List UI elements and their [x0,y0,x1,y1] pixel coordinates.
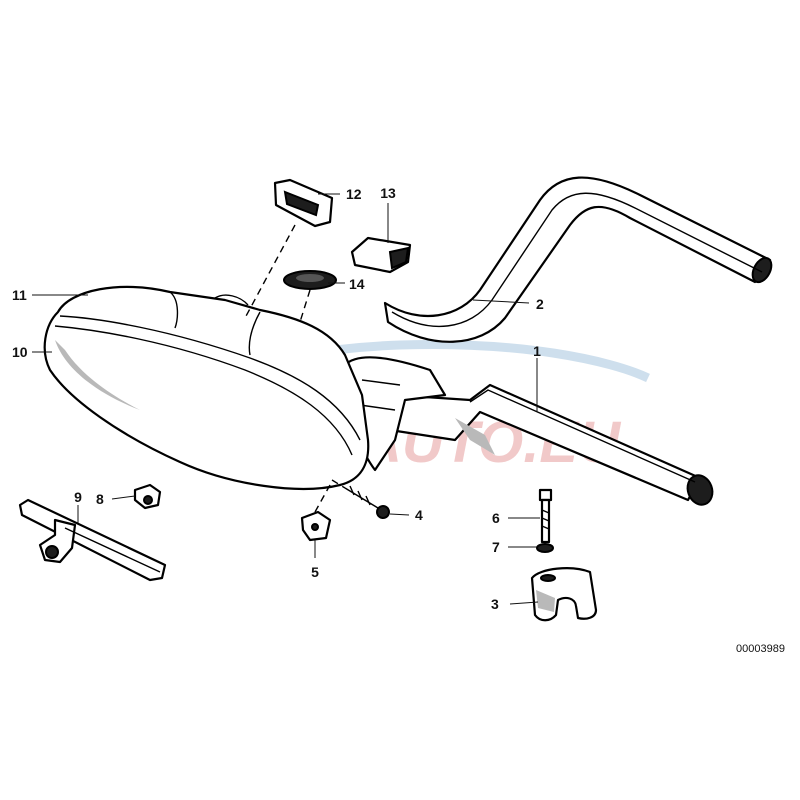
clamp-shading [536,590,555,612]
callout-11: 11 [12,287,27,303]
canister-top-seam [214,294,249,306]
part-9-bracket-strap [18,498,167,582]
part-1-main-pipe [388,383,714,506]
dashed-line-12 [244,224,296,319]
callout-2: 2 [536,296,544,312]
part-8-small-clamp [133,483,162,510]
leader-lines [32,193,540,605]
callout-7: 7 [492,539,500,555]
part-4-screw [344,485,390,519]
leader-8 [111,495,136,500]
canister-ribs [169,291,261,356]
dashed-line-5 [314,484,331,513]
part-2-upper-pipe [383,176,773,343]
part-13-rubber-mount [350,236,412,274]
callout-labels: 1 2 3 4 5 6 7 8 9 10 11 12 13 14 [12,185,544,612]
part-3-clamp-block [530,567,598,622]
canister-seam-outer [59,315,361,441]
callout-4: 4 [415,507,423,523]
grommet-center [296,274,324,282]
callout-13: 13 [380,185,396,201]
callout-8: 8 [96,491,104,507]
callout-3: 3 [491,596,499,612]
callout-1: 1 [533,343,541,359]
callout-12: 12 [346,186,362,202]
leader-3 [509,601,539,605]
part-6-bolt [538,488,553,544]
document-number: 00003989 [736,643,785,655]
callout-14: 14 [349,276,365,292]
pipe-1-shading [455,418,495,455]
part-14-grommet [283,270,337,290]
part-7-washer [536,543,554,553]
part-12-top-clip [273,178,334,228]
dashed-line-14 [299,289,311,323]
callout-10: 10 [12,344,28,360]
pipe-1-end-opening [686,474,714,506]
canister-shell [43,285,370,490]
part-5-clip-nut [300,510,332,542]
callout-5: 5 [311,564,319,580]
callout-9: 9 [74,489,82,505]
canister-seam-inner [54,325,353,456]
callout-6: 6 [492,510,500,526]
leader-4 [389,513,410,516]
leader-2 [472,299,530,304]
pipe-2-end-opening [751,256,773,284]
muffler-canister [43,285,370,490]
dashed-line-4 [331,479,346,489]
